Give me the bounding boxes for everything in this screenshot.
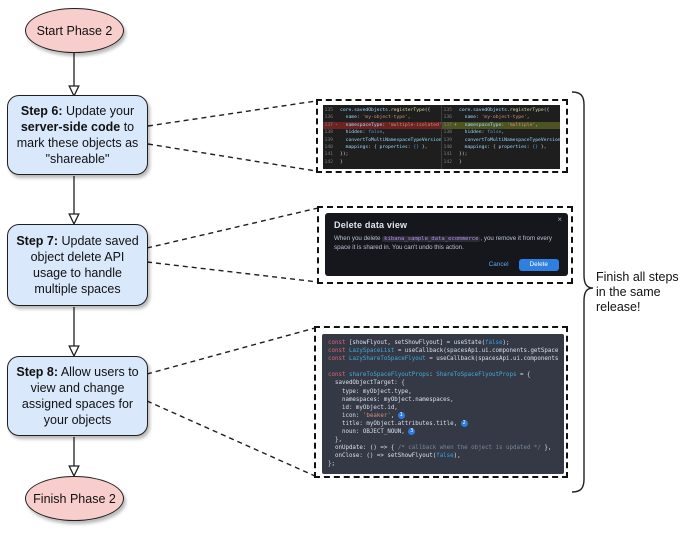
arrowhead-icon — [68, 85, 80, 98]
step8-label: Step 8: Allow users to view and change a… — [16, 365, 139, 427]
start-terminator: Start Phase 2 — [25, 8, 124, 53]
close-icon[interactable]: × — [557, 215, 562, 224]
start-label: Start Phase 2 — [36, 23, 113, 38]
side-note: Finish all steps in the same release! — [596, 270, 679, 314]
delete-button[interactable]: Delete — [518, 258, 559, 271]
modal-footer: Cancel Delete — [334, 258, 559, 271]
finish-terminator: Finish Phase 2 — [25, 476, 124, 521]
arrowhead-icon — [68, 345, 80, 358]
callout-line-step8-top — [146, 327, 316, 375]
callout-line-step6-bottom — [147, 143, 317, 172]
finish-label: Finish Phase 2 — [33, 491, 116, 506]
callout-line-step7-bottom — [146, 261, 319, 283]
step7-box: Step 7: Update saved object delete API u… — [7, 224, 148, 306]
data-view-name-chip: kibana_sample_data_ecommerce — [382, 236, 481, 242]
delete-modal-screenshot-frame: × Delete data view When you delete kiban… — [317, 206, 573, 284]
arrowhead-icon — [68, 213, 80, 226]
step6-label: Step 6: Update your server-side code to … — [16, 104, 139, 166]
step6-box: Step 6: Update your server-side code to … — [7, 95, 148, 175]
arrowhead-icon — [68, 465, 80, 478]
callout-line-step7-top — [146, 207, 319, 249]
modal-body: When you delete kibana_sample_data_ecomm… — [334, 235, 552, 252]
step7-label: Step 7: Update saved object delete API u… — [16, 234, 139, 296]
modal-title: Delete data view — [334, 220, 408, 230]
delete-modal-screenshot: × Delete data view When you delete kiban… — [325, 213, 568, 276]
step8-box: Step 8: Allow users to view and change a… — [7, 356, 148, 436]
side-brace — [571, 91, 594, 493]
callout-line-step8-bottom — [146, 400, 316, 477]
callout-line-step6-top — [147, 100, 317, 127]
flyout-code-screenshot: const [showFlyout, setShowFlyout] = useS… — [322, 334, 564, 474]
flyout-code-screenshot-frame: const [showFlyout, setShowFlyout] = useS… — [314, 326, 568, 478]
cancel-button[interactable]: Cancel — [488, 261, 509, 269]
